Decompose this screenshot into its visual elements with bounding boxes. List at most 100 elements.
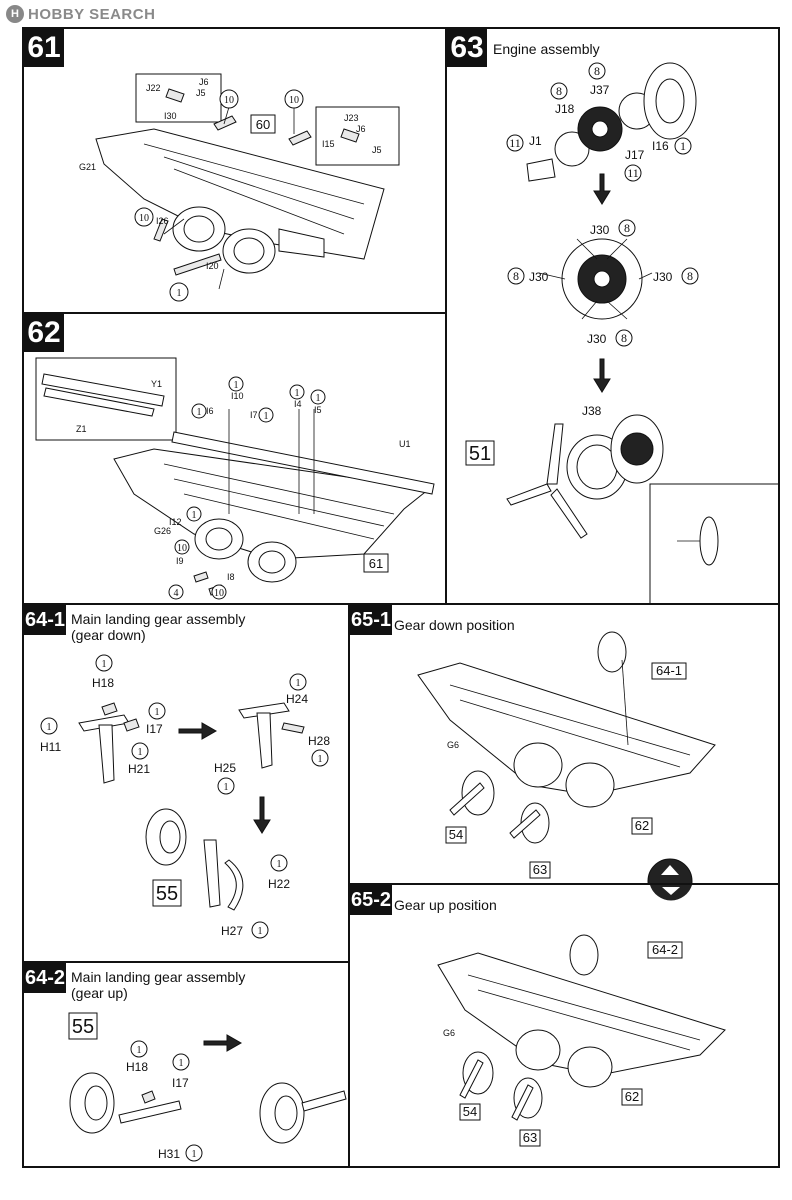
arrow-right-icon <box>203 1034 243 1052</box>
quantity-circle: 1 <box>148 702 166 720</box>
step-title: Main landing gear assembly (gear up) <box>71 969 245 1001</box>
quantity-circle: 10 <box>219 89 239 109</box>
part-label: J22 <box>146 83 161 93</box>
step-ref-box: 55 <box>68 1012 98 1040</box>
quantity-circle: 1 <box>172 1053 190 1071</box>
part-label: I17 <box>172 1076 189 1090</box>
watermark-text: HOBBY SEARCH <box>28 5 156 23</box>
svg-text:1: 1 <box>264 411 269 422</box>
part-label: J38 <box>582 404 602 418</box>
svg-text:8: 8 <box>556 84 562 98</box>
svg-text:60: 60 <box>256 117 270 132</box>
svg-text:1: 1 <box>179 1058 184 1069</box>
engine-shaft <box>526 158 556 182</box>
quantity-circle: 1 <box>130 1040 148 1058</box>
svg-text:10: 10 <box>289 95 299 106</box>
part-label: G26 <box>154 526 171 536</box>
quantity-circle: 1 <box>310 389 326 405</box>
svg-text:8: 8 <box>687 269 693 283</box>
step-ref-box: 60 <box>250 114 276 134</box>
quantity-circle: 10 <box>211 584 227 600</box>
step-number: 61 <box>24 29 64 67</box>
svg-text:63: 63 <box>523 1130 537 1145</box>
step-ref-box: 54 <box>459 1103 481 1121</box>
svg-text:63: 63 <box>533 862 547 877</box>
part-label: I17 <box>146 722 163 736</box>
step-title-line2: (gear down) <box>71 627 146 643</box>
part-label: H11 <box>40 740 61 754</box>
wing-part <box>437 952 726 1076</box>
step-number: 65-2 <box>350 885 392 915</box>
step-title-line2: (gear up) <box>71 985 128 1001</box>
step-number: 63 <box>447 29 487 67</box>
part-label: J30 <box>590 223 610 237</box>
svg-text:1: 1 <box>155 707 160 718</box>
svg-text:1: 1 <box>680 139 686 153</box>
quantity-circle: 10 <box>284 89 304 109</box>
svg-text:55: 55 <box>72 1016 94 1038</box>
svg-text:10: 10 <box>139 213 149 224</box>
svg-text:1: 1 <box>102 659 107 670</box>
quantity-circle: 8 <box>507 267 525 285</box>
quantity-circle: 8 <box>681 267 699 285</box>
step-64-1-panel: 64-1 Main landing gear assembly (gear do… <box>22 603 350 963</box>
step-64-2-panel: 64-2 Main landing gear assembly (gear up… <box>22 961 350 1168</box>
svg-text:8: 8 <box>624 221 630 235</box>
part-label: J30 <box>587 332 607 346</box>
step-63-panel: 63 Engine assembly J3 <box>445 27 780 605</box>
svg-text:1: 1 <box>296 678 301 689</box>
step-ref-box: 62 <box>621 1088 643 1106</box>
svg-text:11: 11 <box>509 136 521 150</box>
step-62-diagram: Y1 Z1 I10 I6 I7 I4 I5 U1 I12 G26 I9 I8 1… <box>35 357 435 600</box>
part-label: I5 <box>314 405 322 415</box>
svg-text:1: 1 <box>138 747 143 758</box>
part-label: G21 <box>79 162 96 172</box>
step-ref-box: 55 <box>152 879 182 907</box>
step-63-diagram: J37 J18 J1 J17 I16 J30 J30 J30 J30 J38 8… <box>465 62 778 603</box>
part-label: J6 <box>199 77 209 87</box>
quantity-circle: 1 <box>251 921 269 939</box>
quantity-circle: 1 <box>289 384 305 400</box>
step-64-2-diagram: H18 I17 H31 1 1 1 55 <box>68 1012 347 1162</box>
step-61-diagram: J22 J6 J5 I30 J23 J6 I15 J5 G21 I26 I20 … <box>79 73 400 302</box>
part-label: I12 <box>169 517 182 527</box>
part-label: J17 <box>625 148 645 162</box>
step-65-2-panel: 65-2 Gear up position G6 64-2 54 62 63 <box>348 883 780 1168</box>
part-label: G6 <box>447 740 459 750</box>
step-65-1-diagram: G6 64-1 54 62 63 <box>417 631 716 883</box>
svg-text:11: 11 <box>627 166 639 180</box>
quantity-circle: 1 <box>191 403 207 419</box>
part-label: H27 <box>221 924 243 938</box>
arrow-right-icon <box>178 722 218 740</box>
step-ref-box: 62 <box>631 817 653 835</box>
step-65-1-panel: 65-1 Gear down position G6 64-1 54 62 63 <box>348 603 780 885</box>
quantity-circle: 8 <box>615 329 633 347</box>
step-title: Main landing gear assembly (gear down) <box>71 611 245 643</box>
part-label: I8 <box>227 572 235 582</box>
svg-text:1: 1 <box>234 380 239 391</box>
quantity-circle: 8 <box>588 62 606 80</box>
part-label: J18 <box>555 102 575 116</box>
part-label: I20 <box>206 261 219 271</box>
arrow-down-icon <box>253 796 271 834</box>
part-label: I10 <box>231 391 244 401</box>
part-label: Y1 <box>151 379 162 389</box>
quantity-circle: 4 <box>168 584 184 600</box>
svg-text:1: 1 <box>277 859 282 870</box>
hobby-search-watermark: H HOBBY SEARCH <box>6 4 155 24</box>
quantity-circle: 10 <box>134 207 154 227</box>
step-ref-box: 64-2 <box>647 941 683 959</box>
step-62-panel: 62 Y1 Z1 I10 I6 I7 I4 I5 U1 I12 G26 I9 I… <box>22 312 447 605</box>
svg-text:1: 1 <box>197 407 202 418</box>
quantity-circle: 1 <box>186 506 202 522</box>
svg-text:61: 61 <box>369 556 383 571</box>
svg-text:55: 55 <box>156 883 178 905</box>
svg-text:62: 62 <box>635 818 649 833</box>
step-ref-box: 64-1 <box>651 662 687 680</box>
quantity-circle: 10 <box>174 539 190 555</box>
svg-text:10: 10 <box>177 543 187 554</box>
quantity-circle: 1 <box>40 717 58 735</box>
part-label: G6 <box>443 1028 455 1038</box>
part-label: H21 <box>128 762 150 776</box>
svg-text:62: 62 <box>625 1089 639 1104</box>
